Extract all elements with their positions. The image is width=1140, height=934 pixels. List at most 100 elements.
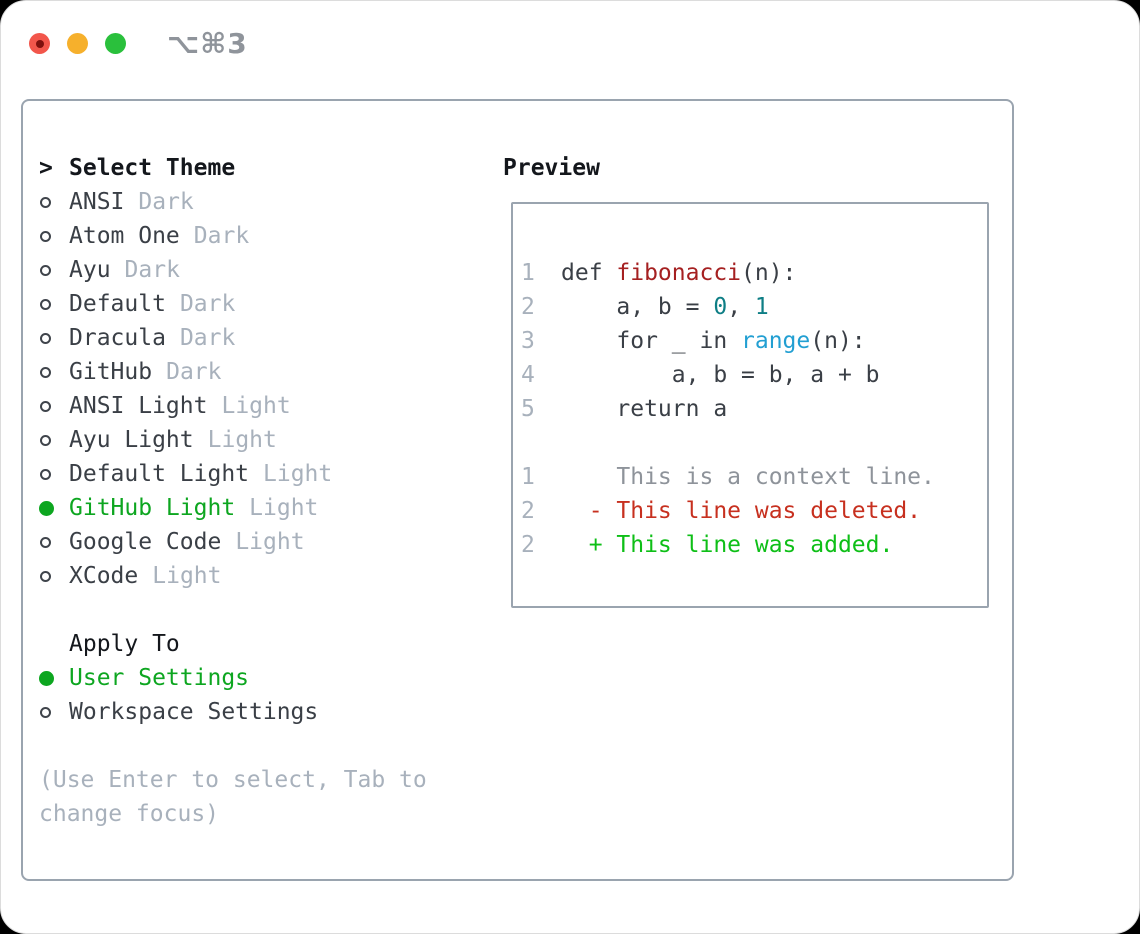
theme-picker-left-column: > Select Theme ANSI Dark Atom One Dark A… bbox=[39, 151, 427, 831]
theme-list-item[interactable]: Ayu Light Light bbox=[39, 423, 427, 457]
radio-icon bbox=[40, 298, 51, 310]
theme-list-item[interactable]: Google Code Light bbox=[39, 525, 427, 559]
code-token: (n): bbox=[810, 328, 866, 354]
theme-variant-tag: Light bbox=[207, 427, 277, 453]
theme-variant-tag: Dark bbox=[179, 325, 236, 351]
code-preview: 1 def fibonacci(n): 2 a, b = 0, 1 3 for … bbox=[521, 256, 979, 426]
radio-icon bbox=[40, 332, 51, 344]
theme-list-item[interactable]: Ayu Dark bbox=[39, 253, 427, 287]
theme-list-item[interactable]: GitHub Light Light bbox=[39, 491, 427, 525]
theme-list-item[interactable]: Dracula Dark bbox=[39, 321, 427, 355]
theme-variant-tag: Dark bbox=[138, 189, 194, 215]
theme-picker-panel: > Select Theme ANSI Dark Atom One Dark A… bbox=[21, 99, 1014, 881]
close-button[interactable] bbox=[29, 33, 50, 54]
code-token: (n): bbox=[741, 260, 797, 286]
line-number: 5 bbox=[521, 396, 535, 422]
theme-name: GitHub bbox=[69, 359, 153, 385]
apply-to-option-label: Workspace Settings bbox=[69, 699, 319, 725]
focus-caret-icon: > bbox=[39, 155, 53, 181]
preview-line: 2 - This line was deleted. bbox=[521, 494, 979, 528]
theme-list-item[interactable]: ANSI Light Light bbox=[39, 389, 427, 423]
apply-to-list: User Settings Workspace Settings bbox=[39, 661, 427, 729]
radio-icon bbox=[39, 670, 54, 686]
line-number: 2 bbox=[521, 498, 535, 524]
keyboard-hint-line: change focus) bbox=[39, 801, 220, 827]
window-titlebar: ⌥⌘3 bbox=[29, 27, 248, 60]
preview-line: 2 a, b = 0, 1 bbox=[521, 290, 979, 324]
spacer bbox=[521, 426, 979, 460]
apply-to-option[interactable]: Workspace Settings bbox=[39, 695, 427, 729]
keyboard-hint-line: (Use Enter to select, Tab to bbox=[39, 767, 427, 793]
radio-icon bbox=[40, 570, 51, 582]
zoom-button[interactable] bbox=[105, 33, 126, 54]
preview-line: 3 for _ in range(n): bbox=[521, 324, 979, 358]
preview-line: 4 a, b = b, a + b bbox=[521, 358, 979, 392]
theme-variant-tag: Dark bbox=[193, 223, 250, 249]
theme-list: ANSI Dark Atom One Dark Ayu Dark Default… bbox=[39, 185, 427, 593]
theme-variant-tag: Dark bbox=[166, 359, 222, 385]
radio-icon bbox=[40, 196, 51, 208]
code-token: a, b = bbox=[561, 294, 714, 320]
code-token: , bbox=[727, 294, 755, 320]
close-icon bbox=[35, 39, 44, 48]
line-content: a, b = b, a + b bbox=[561, 362, 880, 388]
theme-name: Google Code bbox=[69, 529, 222, 555]
apply-to-header: Apply To bbox=[39, 627, 427, 661]
theme-variant-tag: Light bbox=[152, 563, 222, 589]
apply-to-option[interactable]: User Settings bbox=[39, 661, 427, 695]
line-content: + This line was added. bbox=[561, 532, 894, 558]
theme-variant-tag: Dark bbox=[124, 257, 180, 283]
line-content: - This line was deleted. bbox=[561, 498, 921, 524]
radio-icon bbox=[40, 468, 51, 480]
theme-name: Ayu Light bbox=[69, 427, 194, 453]
theme-list-item[interactable]: XCode Light bbox=[39, 559, 427, 593]
theme-list-item[interactable]: GitHub Dark bbox=[39, 355, 427, 389]
code-token: - This line was deleted. bbox=[561, 498, 922, 524]
code-token: + This line was added. bbox=[561, 532, 894, 558]
radio-icon bbox=[40, 536, 51, 548]
theme-variant-tag: Light bbox=[221, 393, 291, 419]
line-content: def fibonacci(n): bbox=[561, 260, 796, 286]
theme-list-item[interactable]: Default Light Light bbox=[39, 457, 427, 491]
preview-line: 2 + This line was added. bbox=[521, 528, 979, 562]
radio-icon bbox=[40, 264, 51, 276]
theme-name: XCode bbox=[69, 563, 139, 589]
keyboard-hint: (Use Enter to select, Tab to change focus… bbox=[39, 763, 427, 831]
theme-name: GitHub Light bbox=[69, 495, 236, 521]
line-number: 1 bbox=[521, 464, 535, 490]
theme-name: Ayu bbox=[69, 257, 111, 283]
preview-header-label: Preview bbox=[503, 155, 600, 181]
minimize-button[interactable] bbox=[67, 33, 88, 54]
theme-preview-box: 1 def fibonacci(n): 2 a, b = 0, 1 3 for … bbox=[511, 202, 989, 608]
radio-icon bbox=[40, 230, 51, 242]
line-content: This is a context line. bbox=[561, 464, 935, 490]
spacer bbox=[39, 729, 427, 763]
theme-list-item[interactable]: ANSI Dark bbox=[39, 185, 427, 219]
code-token: This is a context line. bbox=[561, 464, 935, 490]
preview-line: 1 This is a context line. bbox=[521, 460, 979, 494]
theme-name: Dracula bbox=[69, 325, 166, 351]
code-token: for _ in bbox=[561, 328, 742, 354]
theme-name: ANSI bbox=[69, 189, 125, 215]
code-token: range bbox=[741, 328, 811, 354]
window-title-shortcut: ⌥⌘3 bbox=[167, 27, 248, 60]
radio-icon bbox=[40, 400, 51, 412]
spacer bbox=[39, 593, 427, 627]
diff-preview: 1 This is a context line. 2 - This line … bbox=[521, 460, 979, 562]
preview-line: 5 return a bbox=[521, 392, 979, 426]
theme-name: Default Light bbox=[69, 461, 250, 487]
theme-variant-tag: Light bbox=[235, 529, 305, 555]
theme-name: Atom One bbox=[69, 223, 180, 249]
theme-list-item[interactable]: Default Dark bbox=[39, 287, 427, 321]
code-token: def bbox=[561, 260, 617, 286]
select-theme-header: > Select Theme bbox=[39, 151, 427, 185]
code-token: return a bbox=[561, 396, 728, 422]
preview-line: 1 def fibonacci(n): bbox=[521, 256, 979, 290]
radio-icon bbox=[40, 366, 51, 378]
theme-list-item[interactable]: Atom One Dark bbox=[39, 219, 427, 253]
code-token: 0 bbox=[713, 294, 728, 320]
theme-name: Default bbox=[69, 291, 166, 317]
line-number: 1 bbox=[521, 260, 535, 286]
theme-name: ANSI Light bbox=[69, 393, 208, 419]
